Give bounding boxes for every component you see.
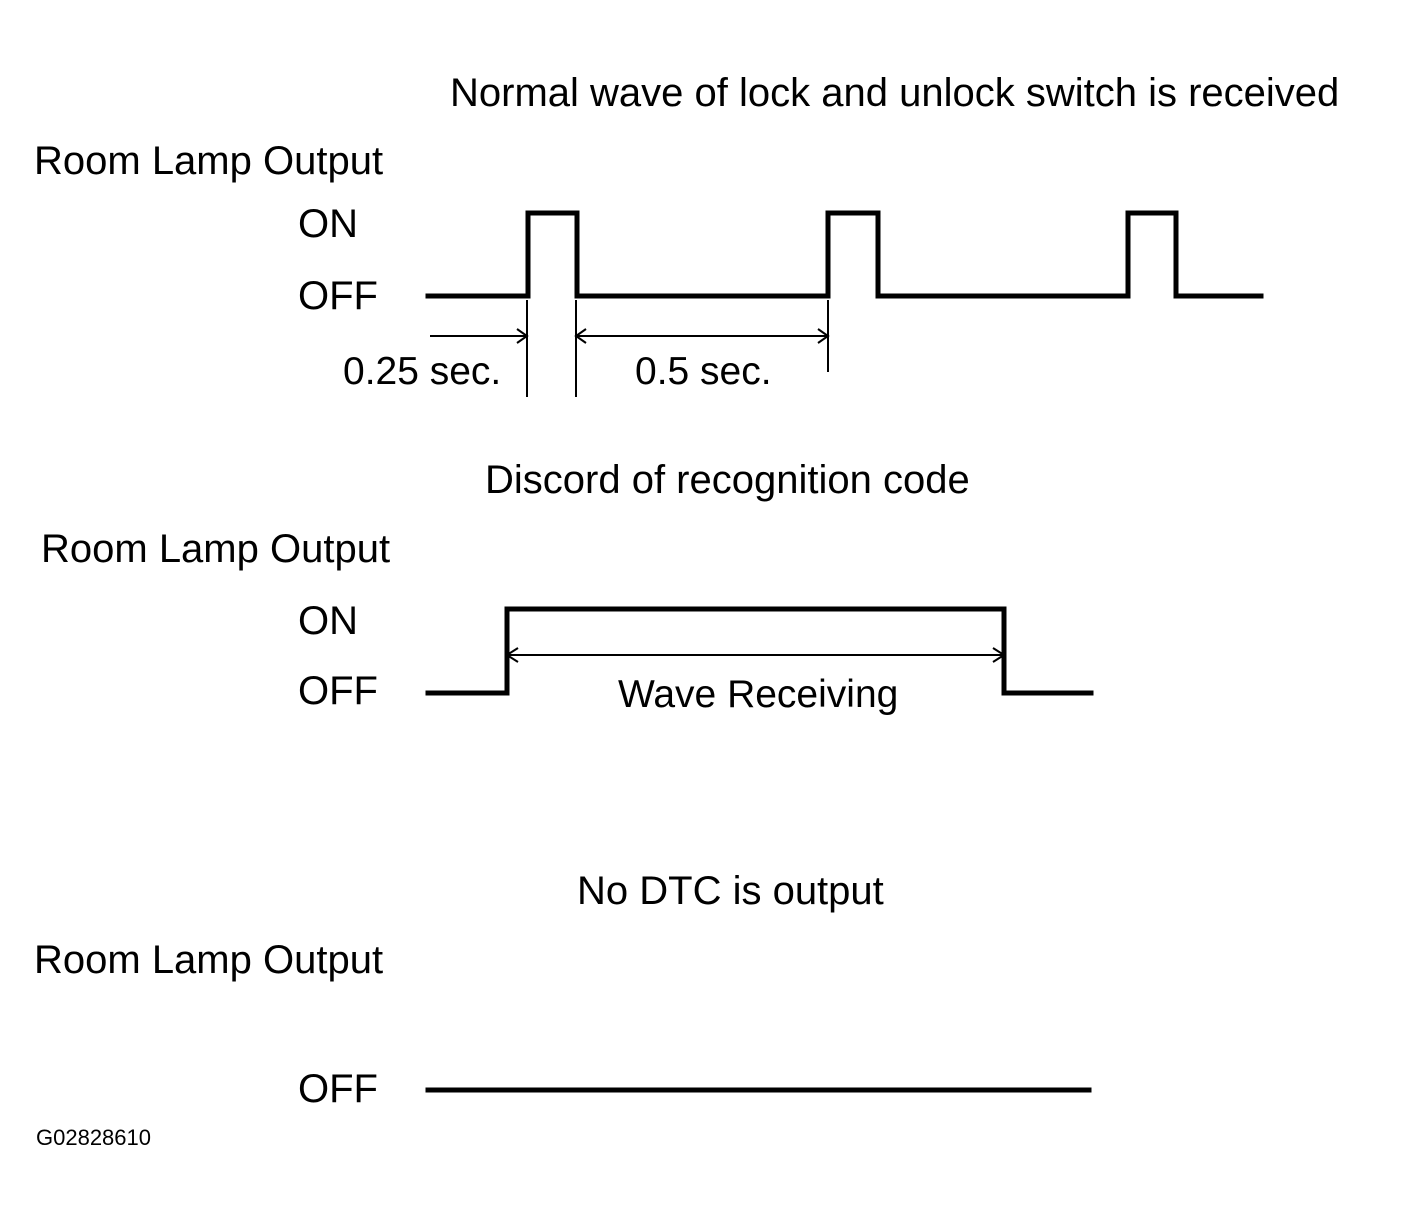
panel-2-arrowhead xyxy=(505,647,519,663)
panel-3-signal-label: Room Lamp Output xyxy=(34,938,383,982)
panel-2-caption: Discord of recognition code xyxy=(485,458,970,502)
panel-1-arrowhead xyxy=(574,328,587,344)
panel-1-level-off: OFF xyxy=(298,274,378,318)
panel-3-caption: No DTC is output xyxy=(577,869,884,913)
panel-2-level-on: ON xyxy=(298,599,358,643)
panel-no-dtc: No DTC is output Room Lamp Output OFF xyxy=(34,869,1092,1111)
figure-id: G02828610 xyxy=(36,1125,151,1150)
panel-2-signal-label: Room Lamp Output xyxy=(41,527,390,571)
panel-1-dimension-label-0-5: 0.5 sec. xyxy=(635,350,772,393)
panel-2-waveform xyxy=(425,606,1094,696)
panel-2-span-label: Wave Receiving xyxy=(618,673,898,716)
panel-1-waveform xyxy=(425,210,1264,299)
panel-discord-code: Discord of recognition code Room Lamp Ou… xyxy=(41,458,1094,716)
panel-1-signal-label: Room Lamp Output xyxy=(34,139,383,183)
panel-1-level-on: ON xyxy=(298,202,358,246)
panel-1-arrowhead xyxy=(817,328,830,344)
panel-1-caption: Normal wave of lock and unlock switch is… xyxy=(450,71,1339,115)
panel-2-arrowhead xyxy=(992,647,1006,663)
panel-1-arrowhead xyxy=(516,328,529,344)
panel-normal-wave: Normal wave of lock and unlock switch is… xyxy=(34,71,1339,397)
panel-1-dimension-label-0-25: 0.25 sec. xyxy=(343,350,501,393)
panel-3-level-off: OFF xyxy=(298,1067,378,1111)
panel-2-level-off: OFF xyxy=(298,669,378,713)
